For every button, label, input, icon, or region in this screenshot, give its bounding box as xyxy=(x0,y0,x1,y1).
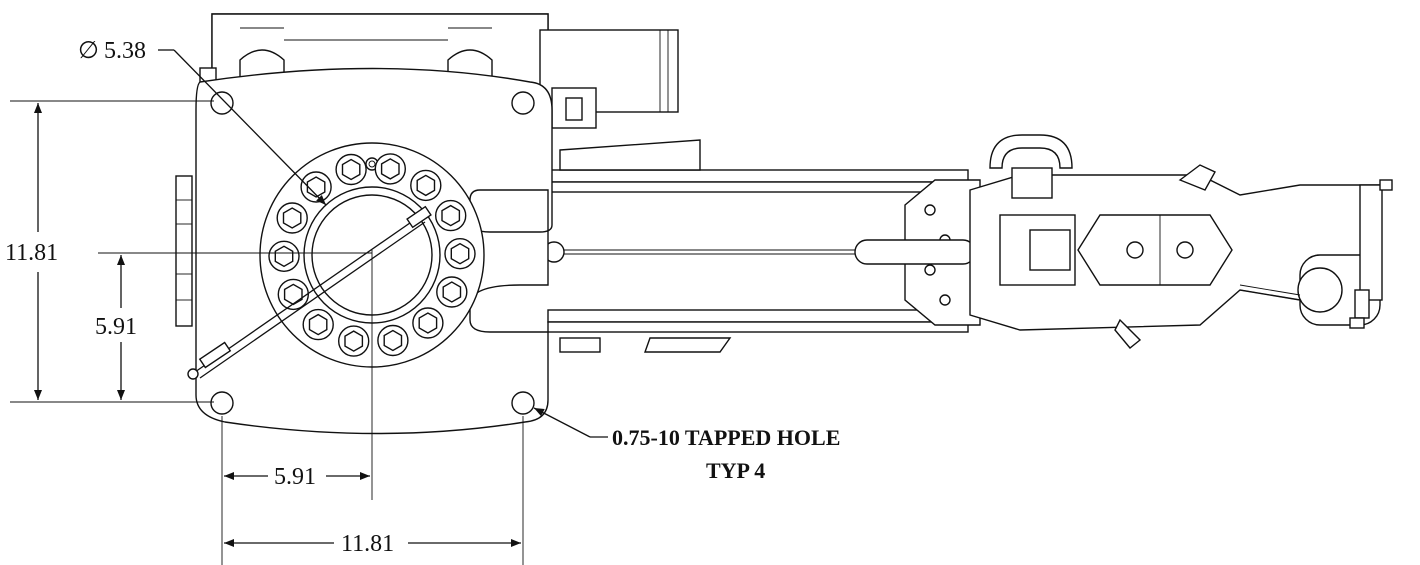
width-half-label: 5.91 xyxy=(274,464,316,490)
bolt-hex xyxy=(341,158,361,181)
tapped-hole-note-line2: TYP 4 xyxy=(706,458,765,483)
bolt-hole-top-left xyxy=(210,91,234,115)
tapped-hole-leader xyxy=(533,407,591,438)
bolt-hex xyxy=(416,174,436,197)
dimension-layer: 11.81 5.91 5.91 11.81 ∅ 5.38 0.75-10 TAP… xyxy=(5,38,840,565)
bolt-hex xyxy=(274,245,294,268)
bore-diameter-symbol: ∅ xyxy=(78,38,99,64)
tapped-hole-note-line1: 0.75-10 TAPPED HOLE xyxy=(612,425,840,450)
actuator-assembly xyxy=(175,13,1393,435)
bolt-hex xyxy=(344,330,364,352)
bolt-hex xyxy=(450,242,470,265)
bore-diameter-leader xyxy=(173,49,327,206)
bolt-hex xyxy=(441,204,461,227)
width-total-label: 11.81 xyxy=(341,531,394,557)
bolt-hex xyxy=(418,312,438,334)
bore-diameter-label: 5.38 xyxy=(104,38,146,64)
bolt-hole-bottom-left xyxy=(210,391,234,415)
bolt-ring xyxy=(268,153,476,357)
bolt-hex xyxy=(283,283,303,306)
bolt-hole-top-right xyxy=(511,91,535,115)
bolt-hex xyxy=(380,158,400,180)
bolt-hex xyxy=(282,207,302,229)
clamp-linkage xyxy=(854,134,1393,349)
bolt-hex xyxy=(308,313,328,336)
height-total-label: 11.81 xyxy=(5,240,58,266)
left-side-bracket xyxy=(175,175,193,327)
hydraulic-hose xyxy=(187,205,432,380)
bolt-hole-bottom-right xyxy=(511,391,535,415)
mounting-flange xyxy=(195,67,553,435)
bolt-hex xyxy=(383,329,403,352)
bolt-hex xyxy=(442,281,462,303)
bolt-hex xyxy=(306,176,326,198)
height-half-label: 5.91 xyxy=(95,314,137,340)
extension-arm xyxy=(543,139,969,353)
